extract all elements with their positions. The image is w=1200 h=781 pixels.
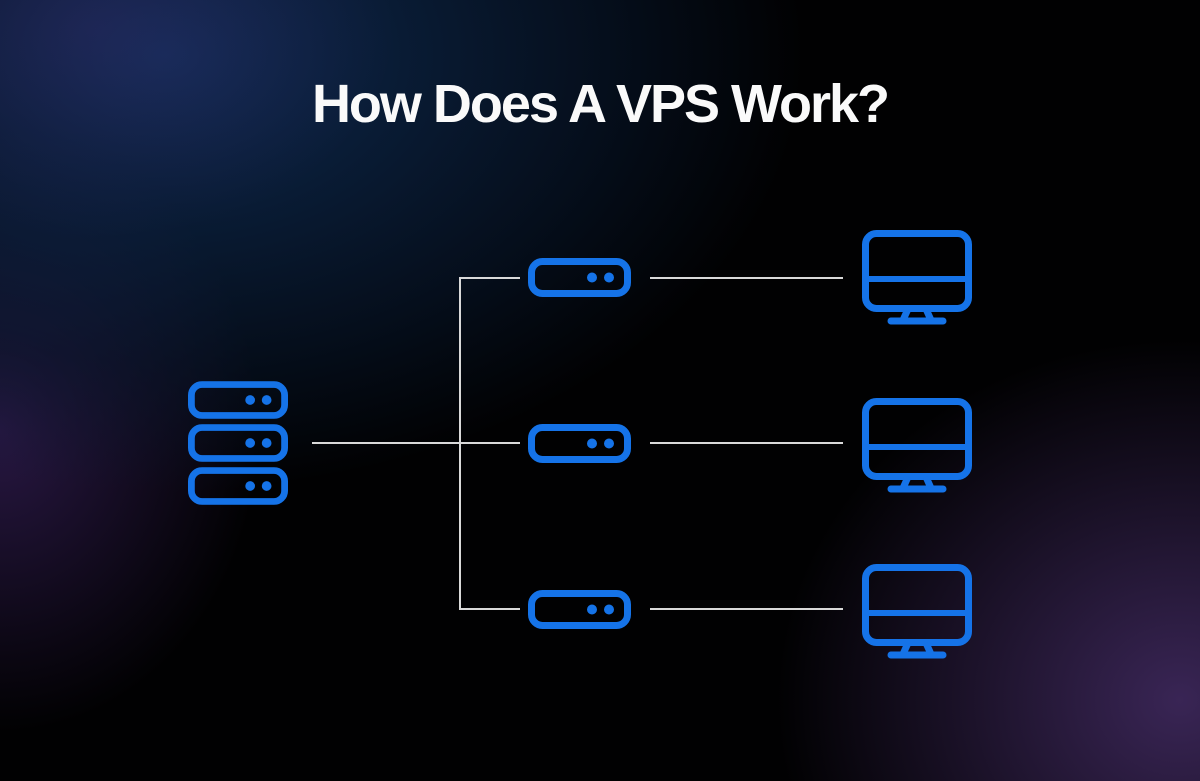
connector-vps2-to-computer2 — [650, 442, 843, 444]
server-rack-icon — [188, 381, 288, 505]
page-title: How Does A VPS Work? — [311, 74, 890, 134]
connector-top-stub — [459, 277, 520, 279]
vps-server-2-icon — [528, 424, 631, 463]
connector-vertical-branch — [459, 277, 461, 610]
server-rack-row-icon — [188, 424, 288, 462]
vps-server-1-icon — [528, 258, 631, 297]
vps-server-3-icon — [528, 590, 631, 629]
connector-bottom-stub — [459, 608, 520, 610]
monitor-3-icon — [861, 563, 973, 660]
monitor-2-icon — [861, 397, 973, 494]
server-rack-row-icon — [188, 467, 288, 505]
connector-vps3-to-computer3 — [650, 608, 843, 610]
monitor-1-icon — [861, 229, 973, 326]
connector-vps1-to-computer1 — [650, 277, 843, 279]
server-rack-row-icon — [188, 381, 288, 419]
connector-main-horizontal — [312, 442, 520, 444]
